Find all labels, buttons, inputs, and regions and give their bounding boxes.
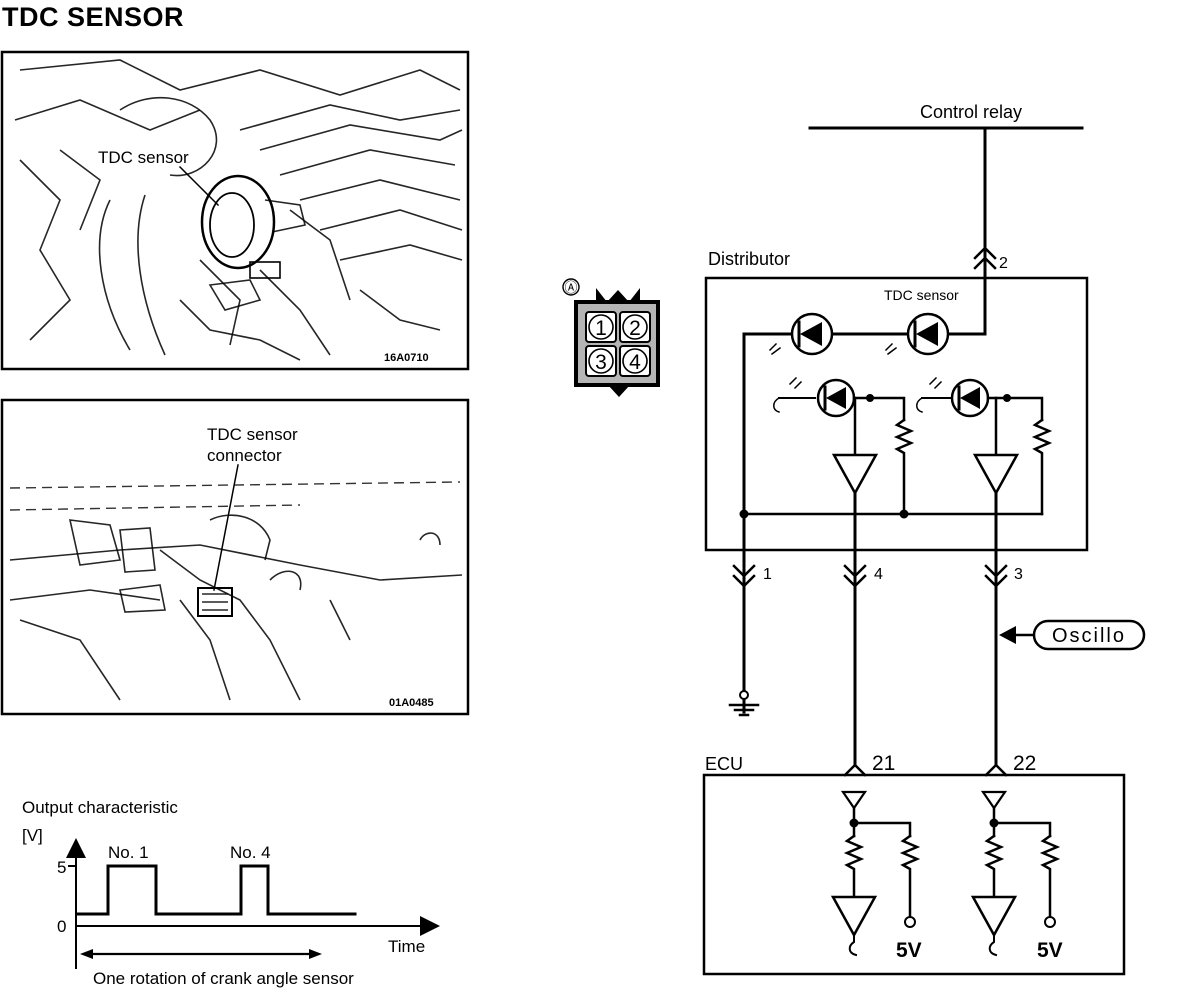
ecu-pin-21-connector-icon xyxy=(843,763,867,777)
connector-pin-2: 2 xyxy=(629,317,641,340)
ecu-5v-right-label: 5V xyxy=(1037,939,1063,962)
photodiode-left-icon xyxy=(773,376,856,418)
pin-1-label: 1 xyxy=(763,566,772,583)
tdc-sensor-label: TDC sensor xyxy=(884,287,959,303)
graph-signal-waveform xyxy=(76,864,357,916)
figure-tdc-sensor-location: TDC sensor 16A0710 xyxy=(0,50,470,371)
connector-pin-4: 4 xyxy=(629,351,641,374)
graph-title: Output characteristic xyxy=(22,798,178,817)
ecu-channel-22 xyxy=(970,790,1061,957)
graph-unit: [V] xyxy=(22,826,43,845)
connector-a: Ⓐ 1 2 3 4 xyxy=(562,278,660,397)
buffer-right-icon xyxy=(972,453,1020,496)
pin-1-connector-icon xyxy=(732,564,756,588)
buffer-left-icon xyxy=(831,453,879,496)
oscillo-tag xyxy=(1032,619,1146,651)
ecu-label: ECU xyxy=(705,754,743,774)
pin-3-label: 3 xyxy=(1014,566,1023,583)
graph-time-label: Time xyxy=(388,937,425,956)
page-title: TDC SENSOR xyxy=(2,2,185,32)
wire-led-string xyxy=(742,332,987,714)
ground-icon xyxy=(728,690,760,717)
figure2-leader-line xyxy=(213,464,239,591)
figure1-label: TDC sensor xyxy=(98,148,189,167)
ecu-5v-left-label: 5V xyxy=(896,939,922,962)
figure1-leader-line xyxy=(178,165,220,207)
ecu-box xyxy=(702,773,1126,976)
ecu-pin-22-connector-icon xyxy=(984,763,1008,777)
figure1-code: 16A0710 xyxy=(384,352,429,364)
oscillo-probe-icon xyxy=(999,626,1016,644)
figure1-frame xyxy=(0,50,470,371)
figure-tdc-connector-location: TDC sensor connector 01A0485 xyxy=(0,398,470,716)
ecu-pin-21-label: 21 xyxy=(872,752,895,775)
resistor-right-icon xyxy=(1031,418,1053,516)
ecu-channel-21 xyxy=(830,790,921,957)
connector-latch-top xyxy=(596,288,640,302)
resistor-left-icon xyxy=(893,418,915,516)
led-right-icon xyxy=(884,312,950,356)
figure2-frame xyxy=(0,398,470,716)
graph-tick-zero: 0 xyxy=(57,917,66,936)
connector-key-bottom xyxy=(608,385,630,397)
oscillo-label: Oscillo xyxy=(1052,625,1126,647)
graph-pulse-label-2: No. 4 xyxy=(230,843,271,862)
graph-pulse-label-1: No. 1 xyxy=(108,843,149,862)
connector-id-circle xyxy=(562,278,580,296)
pin-2-connector-icon xyxy=(973,246,997,270)
figure2-code: 01A0485 xyxy=(389,697,434,709)
pin-2-label: 2 xyxy=(999,255,1008,272)
graph-rotation-label: One rotation of crank angle sensor xyxy=(93,969,354,988)
output-graph: Output characteristic [V] 5 0 No. 1 No. … xyxy=(22,798,440,988)
control-relay-label: Control relay xyxy=(920,102,1022,122)
figure1-engine-sketch xyxy=(14,59,463,361)
led-left-icon xyxy=(768,312,834,356)
figure2-label-line1: TDC sensor xyxy=(207,425,298,444)
figure2-engine-sketch xyxy=(9,481,463,701)
connector-pin-1: 1 xyxy=(595,317,607,340)
figure2-label-line2: connector xyxy=(207,446,282,465)
connector-id-label: Ⓐ xyxy=(564,280,577,295)
pin-4-connector-icon xyxy=(843,564,867,588)
circuit-diagram: Control relay Distributor TDC sensor 2 xyxy=(702,102,1146,976)
pin-3-connector-icon xyxy=(984,564,1008,588)
photodiode-right-icon xyxy=(916,376,990,418)
ecu-pin-22-label: 22 xyxy=(1013,752,1036,775)
connector-pin-3: 3 xyxy=(595,351,607,374)
distributor-label: Distributor xyxy=(708,249,790,269)
pin-4-label: 4 xyxy=(874,566,883,583)
graph-tick-high: 5 xyxy=(57,858,66,877)
distributor-box xyxy=(704,276,1089,552)
